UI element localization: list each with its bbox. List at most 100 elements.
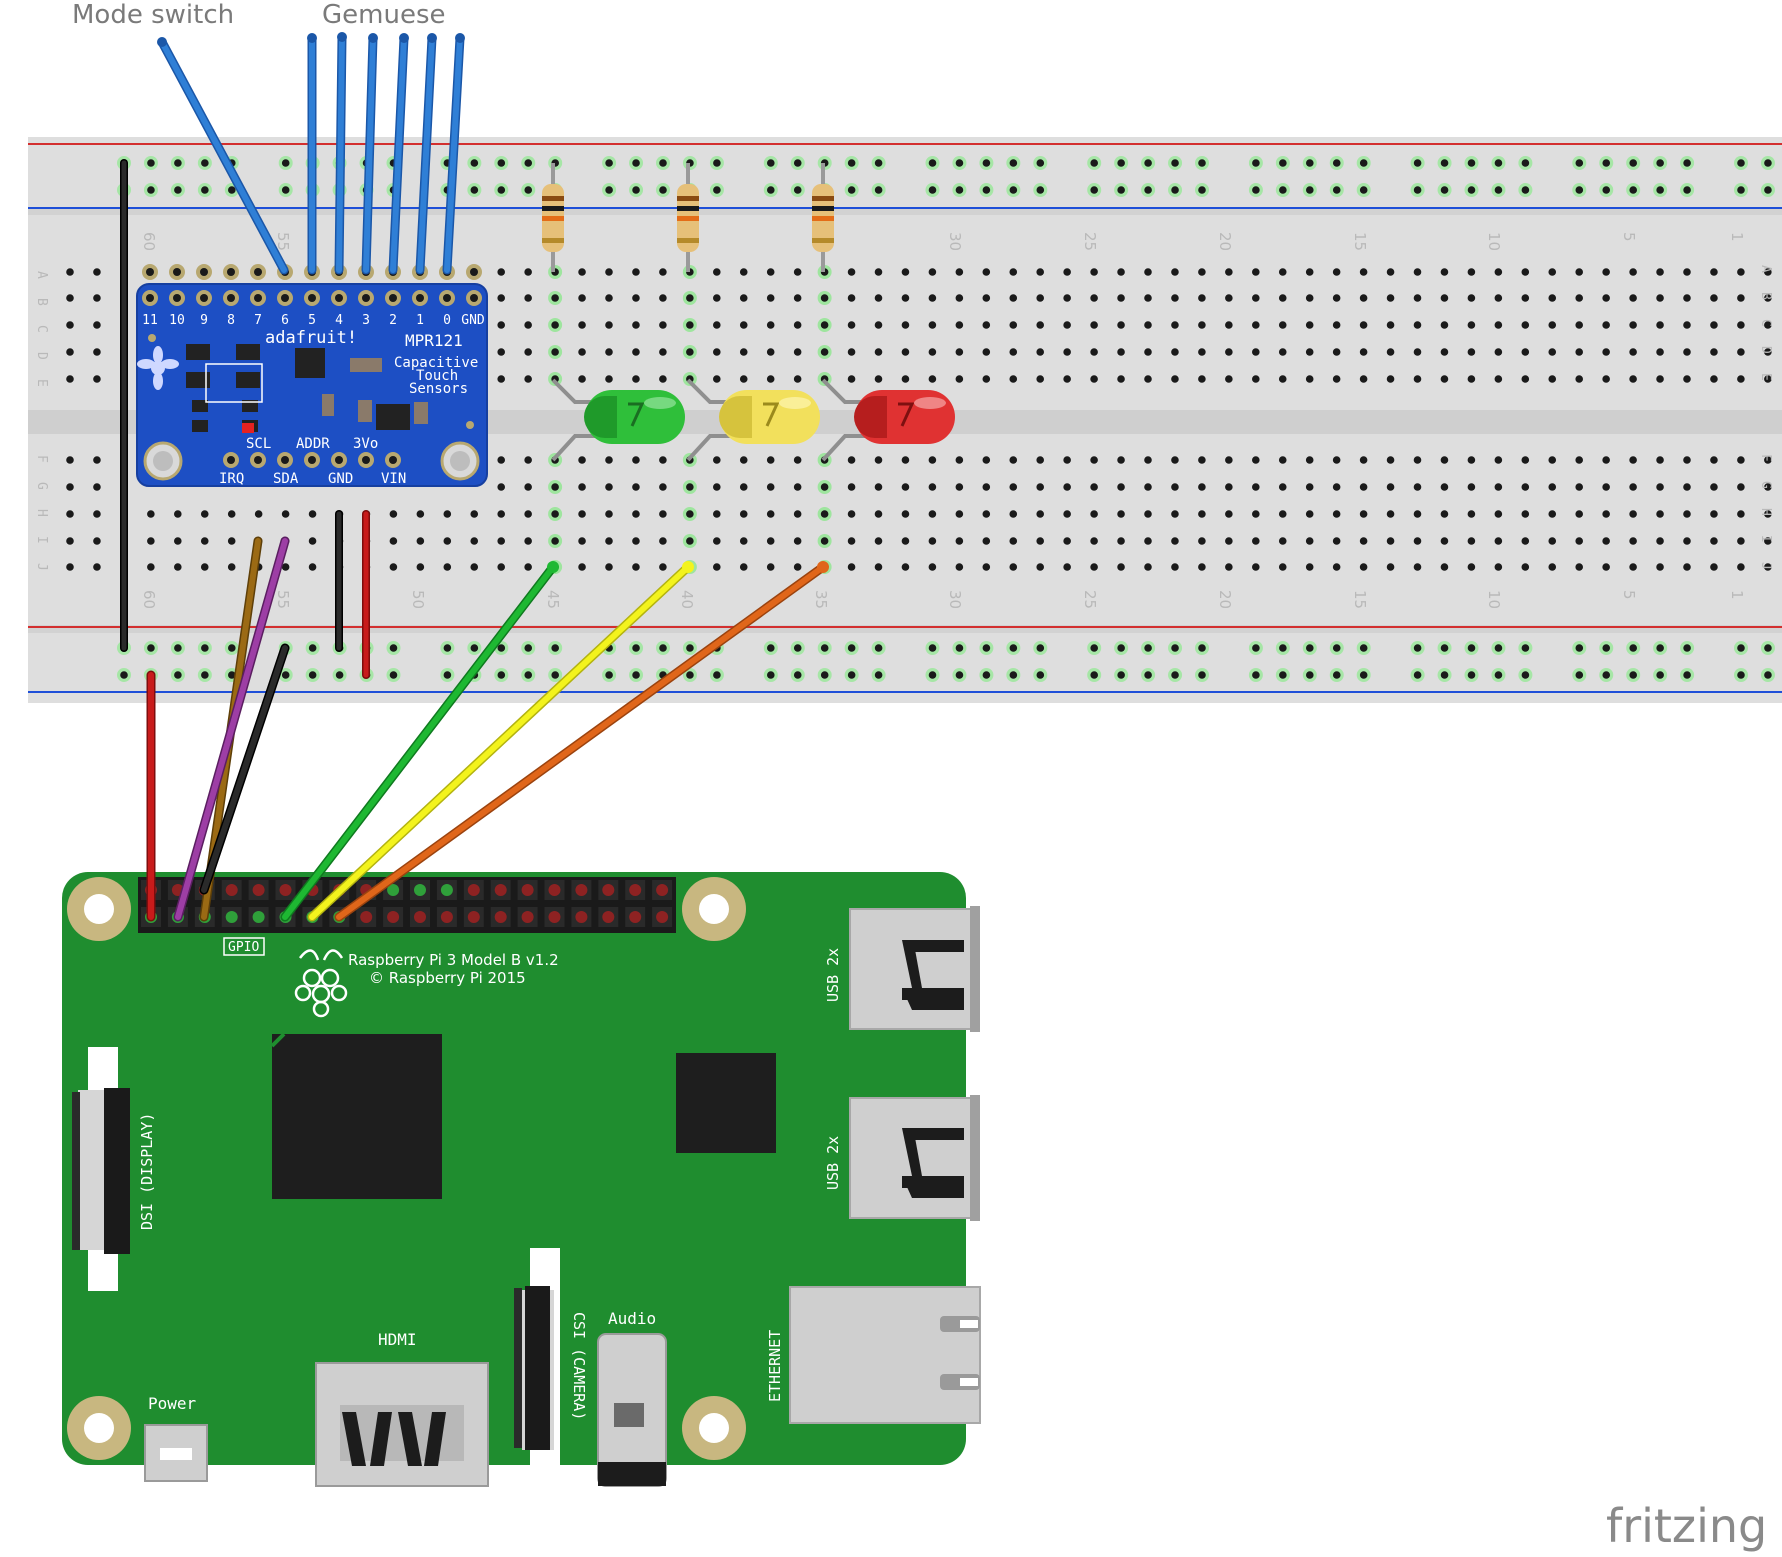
breadboard-hole xyxy=(1413,348,1422,356)
breadboard-hole xyxy=(1440,510,1449,518)
breadboard-hole xyxy=(766,563,775,571)
breadboard-hole xyxy=(1063,456,1071,464)
row-letter-e-right: E xyxy=(1758,373,1773,381)
rail-hole xyxy=(497,671,506,679)
breadboard-hole xyxy=(1171,563,1179,571)
breadboard-hole xyxy=(1386,483,1395,491)
breadboard-hole xyxy=(1198,537,1206,545)
breadboard-hole xyxy=(1171,537,1179,545)
breadboard-hole xyxy=(1063,563,1071,571)
col-num-1-bottom: 1 xyxy=(1728,590,1746,600)
breadboard-hole xyxy=(1413,563,1422,571)
mpr121-desc-touch: Touch xyxy=(416,368,458,384)
breadboard-hole xyxy=(1548,483,1557,491)
breadboard-hole xyxy=(1090,510,1098,518)
breadboard-hole xyxy=(1063,321,1071,329)
rail-hole xyxy=(1009,159,1018,167)
breadboard-hole xyxy=(1440,268,1449,276)
breadboard-hole xyxy=(1467,563,1476,571)
breadboard-hole xyxy=(1467,294,1476,302)
breadboard-hole xyxy=(254,510,263,518)
breadboard-hole xyxy=(605,348,613,356)
rail-hole xyxy=(632,671,640,679)
wire-sda xyxy=(175,538,288,920)
rail-hole xyxy=(1332,671,1341,679)
rail-hole xyxy=(551,644,559,652)
breadboard-hole xyxy=(874,563,883,571)
wires xyxy=(120,32,828,922)
breadboard-hole xyxy=(1413,456,1422,464)
breadboard-hole xyxy=(66,537,74,545)
breadboard-hole xyxy=(1278,563,1287,571)
breadboard-hole xyxy=(524,375,532,383)
breadboard-hole xyxy=(1494,537,1503,545)
breadboard-hole xyxy=(847,321,856,329)
rail-hole xyxy=(1521,644,1530,652)
breadboard-hole xyxy=(1036,375,1044,383)
rail-hole xyxy=(1279,186,1287,194)
breadboard-hole xyxy=(1117,456,1125,464)
rail-hole xyxy=(1629,159,1637,167)
rail-hole xyxy=(1009,186,1018,194)
rail-hole xyxy=(120,671,128,679)
breadboard-hole xyxy=(874,483,883,491)
breadboard-hole xyxy=(1359,510,1368,518)
rail-hole xyxy=(1413,644,1422,652)
rail-hole xyxy=(1467,186,1476,194)
breadboard-hole xyxy=(955,510,964,518)
rail-hole xyxy=(335,671,344,679)
breadboard-hole xyxy=(1440,537,1449,545)
breadboard-hole xyxy=(1575,375,1583,383)
rail-hole xyxy=(1306,671,1314,679)
breadboard-hole xyxy=(928,483,937,491)
breadboard-hole xyxy=(928,348,937,356)
rail-hole xyxy=(1656,159,1664,167)
breadboard-hole xyxy=(793,537,802,545)
breadboard-hole xyxy=(1036,268,1044,276)
breadboard-hole xyxy=(1683,321,1691,329)
breadboard-hole xyxy=(93,537,101,545)
dsi-connector xyxy=(72,1047,130,1291)
rail-hole xyxy=(1494,671,1503,679)
breadboard-hole xyxy=(1171,321,1179,329)
breadboard-hole xyxy=(1467,537,1476,545)
rail-hole xyxy=(1279,159,1287,167)
breadboard-hole xyxy=(766,456,775,464)
breadboard-hole xyxy=(524,537,532,545)
breadboard-hole xyxy=(874,456,883,464)
mode-switch-label: Mode switch xyxy=(72,0,234,30)
breadboard-hole xyxy=(1683,483,1691,491)
gpio-pin xyxy=(467,911,480,923)
breadboard-hole xyxy=(686,510,694,518)
breadboard-hole xyxy=(1198,268,1206,276)
gpio-pin xyxy=(225,911,238,923)
breadboard-hole xyxy=(1359,348,1368,356)
breadboard-hole xyxy=(1575,483,1583,491)
breadboard-hole xyxy=(847,563,856,571)
breadboard-hole xyxy=(874,268,883,276)
breadboard-hole xyxy=(93,456,101,464)
wire-led-red xyxy=(336,564,826,920)
rail-hole xyxy=(1252,186,1260,194)
rail-hole xyxy=(686,671,694,679)
breadboard-hole xyxy=(551,321,559,329)
col-num-1-top: 1 xyxy=(1728,232,1746,242)
breadboard-hole xyxy=(1332,348,1341,356)
rail-hole xyxy=(955,671,964,679)
breadboard-hole xyxy=(1737,294,1745,302)
breadboard-hole xyxy=(1198,375,1206,383)
row-letter-f-left: F xyxy=(34,455,49,463)
breadboard-hole xyxy=(497,294,506,302)
breadboard-hole xyxy=(1009,483,1018,491)
mpr-pin-label-9: 9 xyxy=(200,313,208,328)
rail-hole xyxy=(551,671,559,679)
rail-hole xyxy=(928,671,937,679)
rail-hole xyxy=(767,186,775,194)
row-letter-a-left: A xyxy=(34,271,49,279)
breadboard-hole xyxy=(1656,348,1664,356)
rail-hole xyxy=(1656,671,1664,679)
rail-hole xyxy=(1764,644,1772,652)
breadboard-hole xyxy=(659,483,667,491)
breadboard-hole xyxy=(1494,268,1503,276)
